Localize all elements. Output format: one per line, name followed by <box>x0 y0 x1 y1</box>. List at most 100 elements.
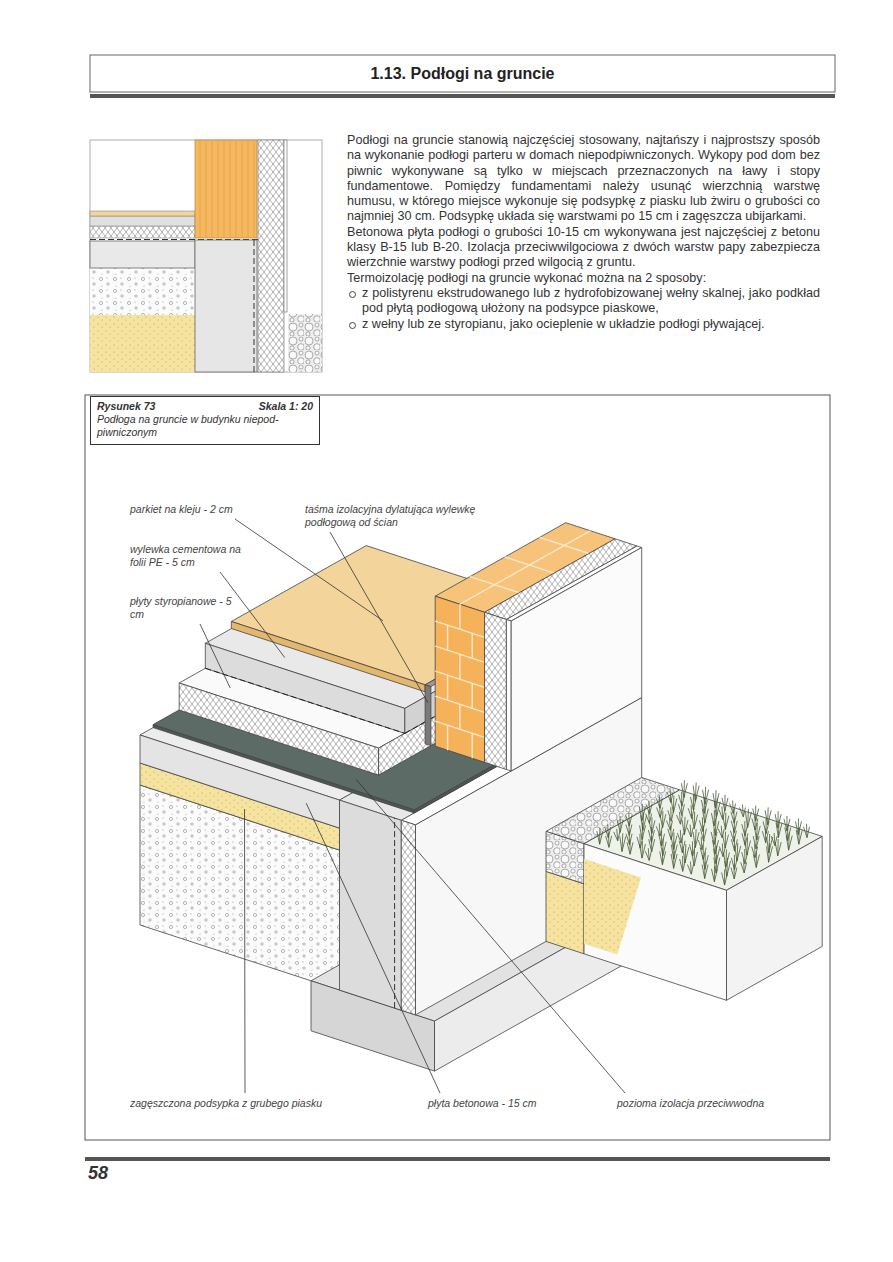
grass-blade <box>745 852 748 864</box>
grass-blade <box>725 835 728 848</box>
grass-blade <box>694 815 697 829</box>
page-number: 58 <box>88 1163 148 1183</box>
grass-blade <box>756 855 759 868</box>
header-bar <box>90 94 835 98</box>
brick-joint <box>472 733 473 758</box>
leader-line <box>244 809 246 1093</box>
grass-blade <box>683 847 685 863</box>
figure-caption: Podłoga na gruncie w budynku niepod- piw… <box>97 413 313 439</box>
backfill-face <box>546 871 584 953</box>
callout-label: zagęszczona podsypka z grubego piasku <box>130 1097 370 1110</box>
grass-blade <box>756 809 759 821</box>
ground-block-side <box>727 836 823 1000</box>
paragraph-text: z wełny lub ze styropianu, jako ocieplen… <box>362 317 765 331</box>
grass-blade <box>723 816 726 830</box>
grass-blade <box>622 836 626 851</box>
page-title: 1.13. Podłogi na gruncie <box>91 56 834 91</box>
callout-label: płyty styropianowe - 5 cm <box>130 595 240 621</box>
grass-blade <box>600 831 603 844</box>
grass-blade <box>748 812 752 828</box>
section-parquet <box>90 211 195 216</box>
grass-blade <box>649 814 651 824</box>
grass-blade <box>714 869 717 882</box>
grass-blade <box>725 873 728 886</box>
grass-blade <box>684 820 688 835</box>
ground-block-face <box>584 844 727 1001</box>
grass-blade <box>722 873 725 886</box>
grass <box>597 780 810 885</box>
leader-line <box>306 803 440 1093</box>
vertical-membrane <box>394 818 395 1008</box>
grass-blade <box>597 831 600 844</box>
bullet-item: z wełny lub ze styropianu, jako ocieplen… <box>347 317 820 332</box>
leader-lines <box>200 519 625 1093</box>
paragraph-text: z polistyrenu ekstrudowanego lub z hydro… <box>362 286 820 315</box>
brick-wall-face <box>435 596 484 762</box>
paragraph-text: Betonowa płyta podłogi o grubości 10-15 … <box>347 225 820 270</box>
grass-blade <box>704 800 707 813</box>
section-detail <box>90 140 322 372</box>
brick-joint <box>540 537 589 553</box>
brick-joint <box>472 683 473 708</box>
grass-blade <box>789 836 793 851</box>
grass-blade <box>769 846 773 862</box>
section-brick-line <box>218 141 219 237</box>
grass-blade <box>682 804 685 815</box>
gravel-strip-face <box>546 831 584 883</box>
section-brick-line <box>212 141 213 237</box>
grass-blade <box>630 842 633 854</box>
grass-blade <box>716 858 720 873</box>
grass-blade <box>778 842 781 856</box>
grass-blade <box>734 868 737 879</box>
grass-blade <box>778 823 782 838</box>
section-brick-line <box>248 141 249 237</box>
footer-bar <box>85 1157 830 1161</box>
title-box <box>90 55 835 92</box>
grass-blade <box>660 851 663 864</box>
section-brick-line <box>236 141 237 237</box>
grass-blade <box>767 846 769 862</box>
grass-blade <box>682 820 684 835</box>
section-brick-wall <box>195 140 257 238</box>
grass-blade <box>639 844 642 858</box>
grass-blade <box>671 836 674 850</box>
leader-line <box>330 532 428 703</box>
grass-blade <box>671 854 673 868</box>
grass-blade <box>711 869 714 882</box>
bullet-marker <box>349 322 356 329</box>
grass-blade <box>753 855 756 868</box>
grass-blade <box>620 820 623 833</box>
section-frame <box>90 140 322 372</box>
grass-blade <box>649 839 652 852</box>
scale-note: Skala 1: 20 <box>259 400 313 413</box>
grass-blade <box>705 865 708 879</box>
sand-pocket <box>584 859 641 955</box>
section-slab <box>90 241 195 268</box>
leader-line <box>356 779 625 1093</box>
figure-frame <box>85 395 830 1140</box>
grass-blade <box>617 820 620 833</box>
section-brick-line <box>242 141 243 237</box>
paragraph: Podłogi na gruncie stanowią najczęściej … <box>347 133 820 225</box>
wall-render-face <box>506 620 511 772</box>
grass-blade <box>642 844 645 858</box>
section-fill <box>90 268 195 372</box>
bullet-item: z polistyrenu ekstrudowanego lub z hydro… <box>347 286 820 317</box>
grass-blade <box>693 797 696 810</box>
expansion-tape-face <box>425 685 431 746</box>
grass-blade <box>692 815 695 829</box>
grass-blade <box>671 810 674 821</box>
grass-blade <box>694 852 697 866</box>
grass-blade <box>649 851 651 860</box>
grass-blade <box>629 825 632 836</box>
grass-blade <box>723 852 725 866</box>
section-brick-line <box>224 141 225 237</box>
brick-joint <box>459 654 460 679</box>
foundation-insulation-face <box>401 820 415 1015</box>
grass-blade <box>620 836 622 851</box>
section-brick-line <box>206 141 207 237</box>
section-styrofoam <box>90 226 195 238</box>
grass-blade <box>609 836 612 847</box>
brick-joint <box>459 604 460 629</box>
